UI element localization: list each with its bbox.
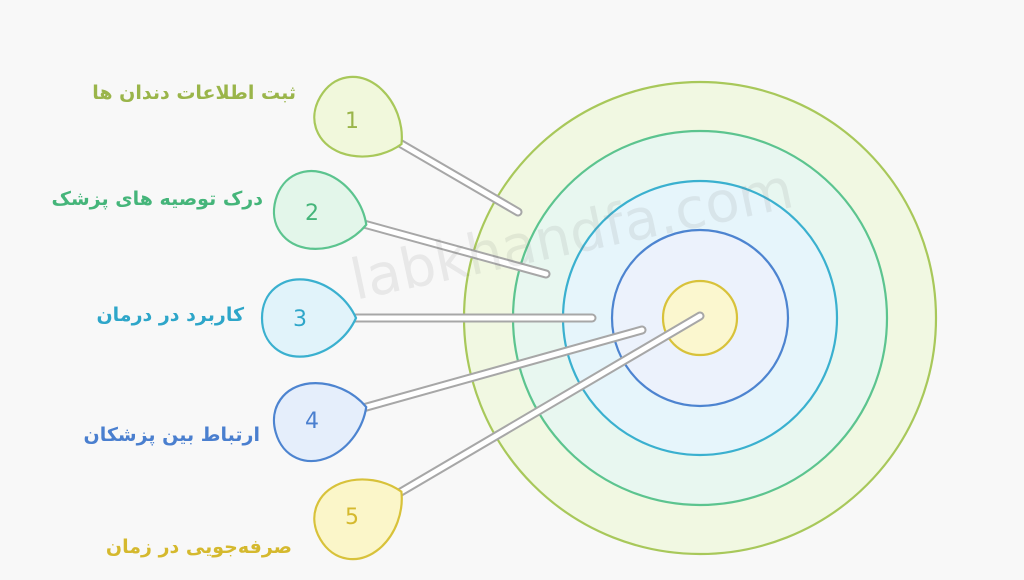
dart-3-head	[260, 278, 358, 358]
item-3-label: کاربرد در درمان	[96, 304, 244, 326]
dart-5-head-shape	[313, 478, 403, 561]
dart-5-shaft	[357, 313, 703, 519]
dart-4-shaft	[317, 327, 645, 423]
dart-1-head	[313, 75, 403, 158]
dart-4-number: 4	[305, 409, 319, 434]
dart-5-head	[313, 478, 403, 561]
item-4-label: ارتباط بین پزشکان	[83, 424, 260, 446]
dart-3-number: 3	[293, 307, 307, 332]
dart-1-number: 1	[345, 109, 359, 134]
dart-1-head-shape	[313, 75, 403, 158]
dart-4-head-shape	[273, 382, 368, 462]
dart-2-head	[273, 170, 368, 250]
dart-5-number: 5	[345, 505, 359, 530]
dart-2-head-shape	[273, 170, 368, 250]
item-2-label: درک توصیه های پزشک	[51, 188, 264, 210]
dart-2-number: 2	[305, 201, 319, 226]
item-5-label: صرفه‌جویی در زمان	[105, 536, 292, 558]
dart-4-head	[273, 382, 368, 462]
dart-3-head-shape	[260, 278, 358, 358]
item-1-label: ثبت اطلاعات دندان ها	[92, 82, 296, 104]
